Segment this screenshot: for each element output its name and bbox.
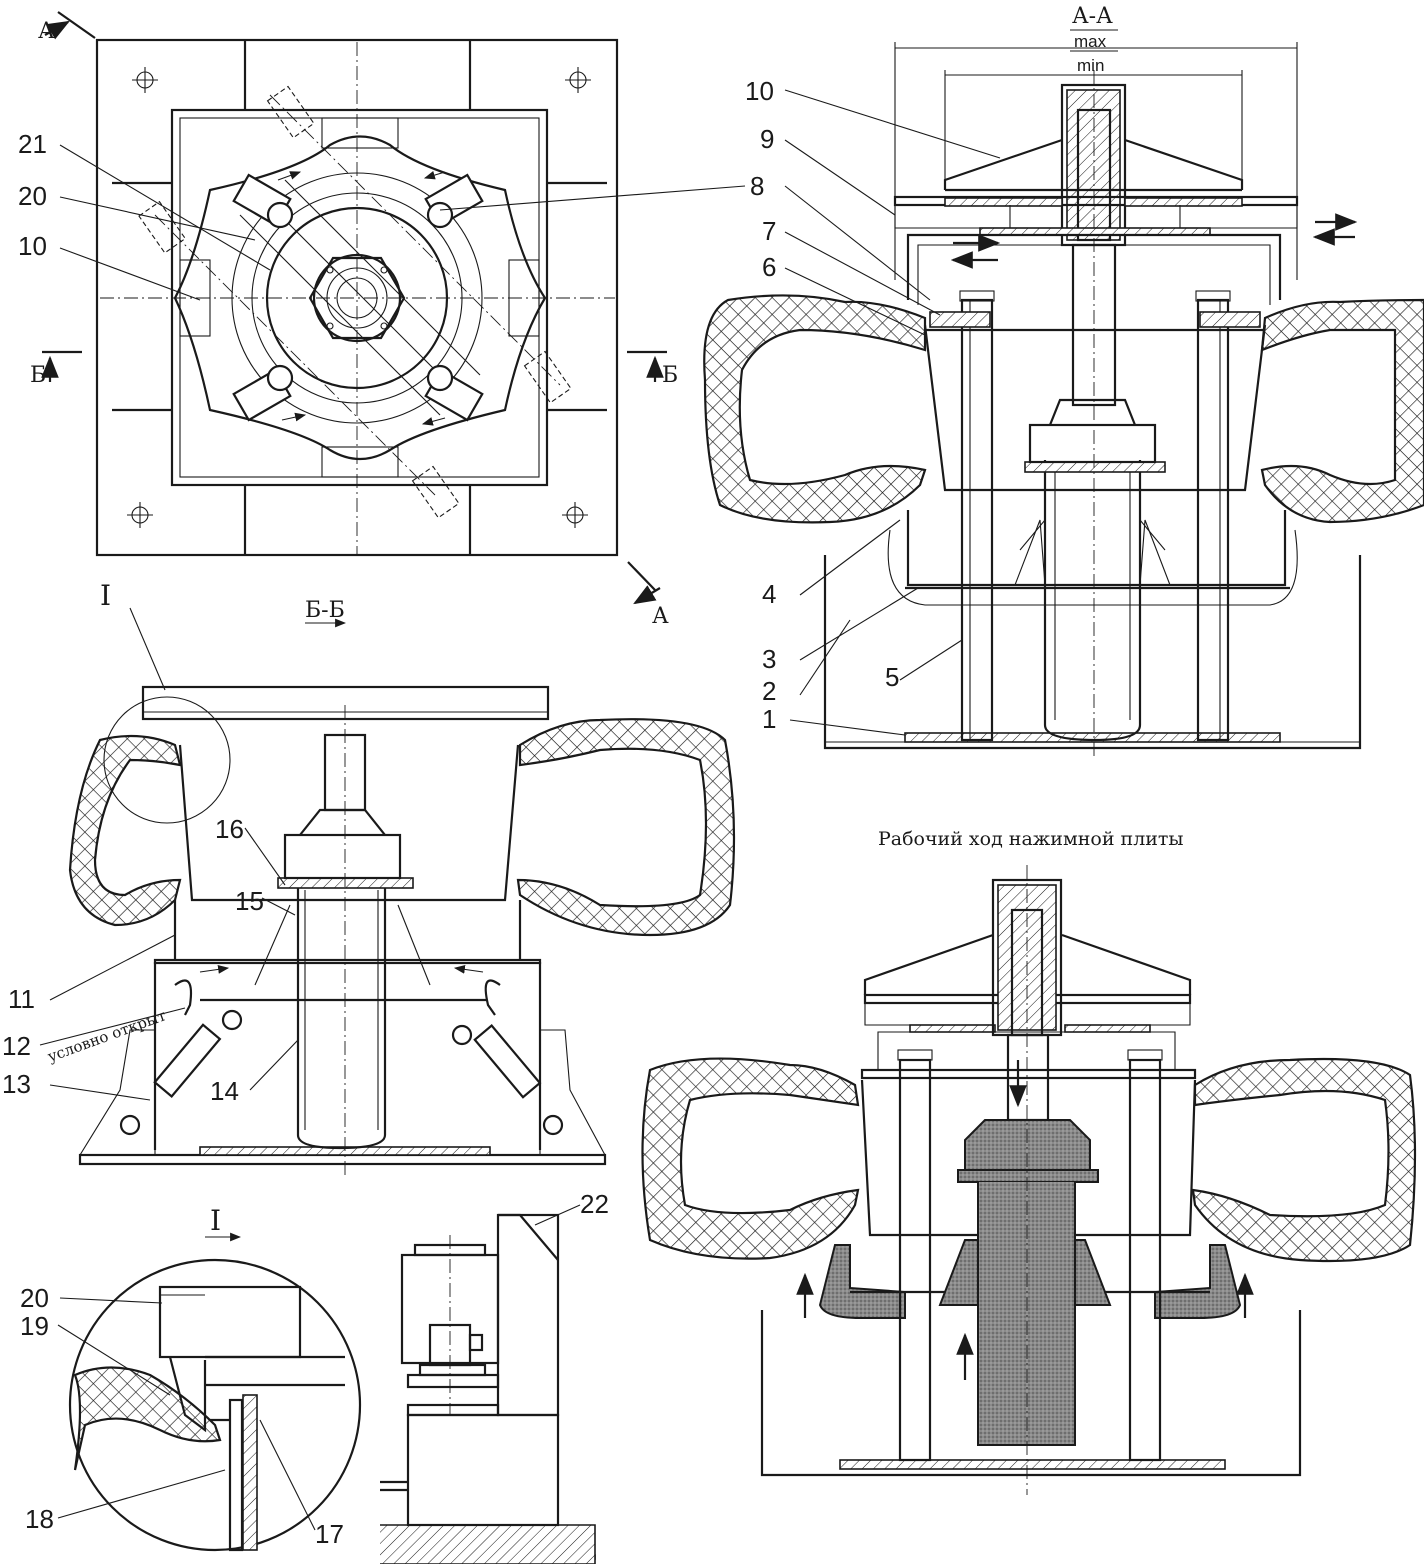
- section-a-a-title: А-А: [1072, 4, 1113, 29]
- label-5: 5: [885, 662, 899, 692]
- section-b-b-title: Б-Б: [305, 598, 345, 623]
- label-2: 2: [762, 676, 776, 706]
- label-3: 3: [762, 644, 776, 674]
- section-mark-b-right: Б: [662, 363, 678, 388]
- dimension-min: min: [1077, 56, 1104, 75]
- label-21: 21: [18, 129, 47, 159]
- label-16: 16: [215, 814, 244, 844]
- label-4: 4: [762, 579, 776, 609]
- label-15: 15: [235, 886, 264, 916]
- section-mark-a-top: А: [38, 19, 55, 44]
- dimension-max: max: [1074, 32, 1107, 51]
- label-17: 17: [315, 1519, 344, 1549]
- label-7: 7: [762, 216, 776, 246]
- label-6: 6: [762, 252, 776, 282]
- label-13: 13: [2, 1069, 31, 1099]
- detail-i: [58, 1237, 360, 1550]
- label-12: 12: [2, 1031, 31, 1061]
- pump-unit: [380, 1205, 595, 1564]
- label-11: 11: [8, 984, 35, 1014]
- label-1: 1: [762, 704, 776, 734]
- label-8: 8: [750, 171, 764, 201]
- label-9: 9: [760, 124, 774, 154]
- working-stroke-view: [643, 865, 1416, 1495]
- detail-i-title: I: [210, 1204, 221, 1237]
- label-20: 20: [18, 181, 47, 211]
- section-mark-a-bottom: А: [652, 604, 669, 629]
- caption-working-stroke: Рабочий ход нажимной плиты: [878, 828, 1184, 850]
- label-10-section: 10: [745, 76, 774, 106]
- label-20-detail: 20: [20, 1283, 49, 1313]
- label-19: 19: [20, 1311, 49, 1341]
- note-conditionally-open: условно открыт: [45, 1006, 168, 1066]
- label-14: 14: [210, 1076, 239, 1106]
- label-22: 22: [580, 1189, 609, 1219]
- label-18: 18: [25, 1504, 54, 1534]
- section-mark-b-left: Б: [30, 363, 46, 388]
- section-a-a: [704, 30, 1424, 760]
- section-b-b: [40, 608, 734, 1175]
- detail-i-marker: I: [100, 579, 111, 612]
- label-10-plan: 10: [18, 231, 47, 261]
- plan-view: [42, 12, 745, 603]
